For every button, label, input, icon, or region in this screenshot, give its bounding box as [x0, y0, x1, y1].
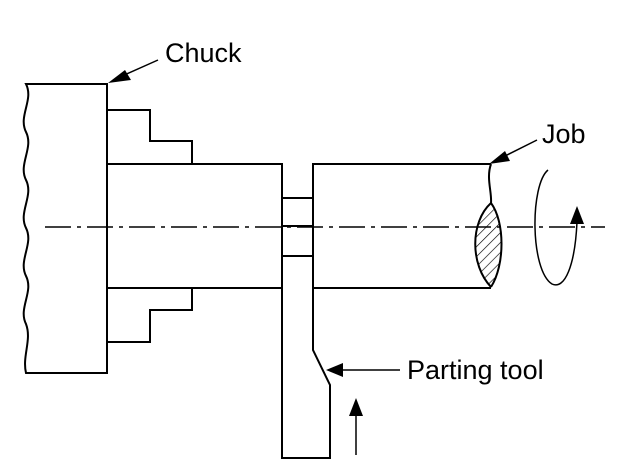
job-label: Job	[542, 119, 586, 149]
parting-tool-label: Parting tool	[407, 355, 544, 385]
chuck-label: Chuck	[165, 38, 242, 68]
rotation-arrow-head	[570, 206, 584, 224]
job-left-section	[107, 163, 283, 289]
feed-arrow-head	[349, 398, 363, 416]
chuck-leader-arrowhead	[108, 70, 131, 83]
chuck-body	[22, 83, 108, 374]
job-section-hatching	[475, 203, 502, 287]
job-leader-arrowhead	[489, 151, 510, 164]
chuck-jaw-top	[107, 109, 193, 164]
job-right-section	[312, 163, 491, 288]
chuck-leader-line	[121, 59, 159, 77]
chuck-jaw-bottom	[107, 288, 193, 343]
parting-tool-leader-arrowhead	[326, 363, 343, 377]
parting-tool	[281, 288, 331, 459]
job-groove-neck	[282, 197, 313, 257]
job-leader-line	[502, 139, 538, 158]
rotation-arrow	[534, 169, 578, 286]
